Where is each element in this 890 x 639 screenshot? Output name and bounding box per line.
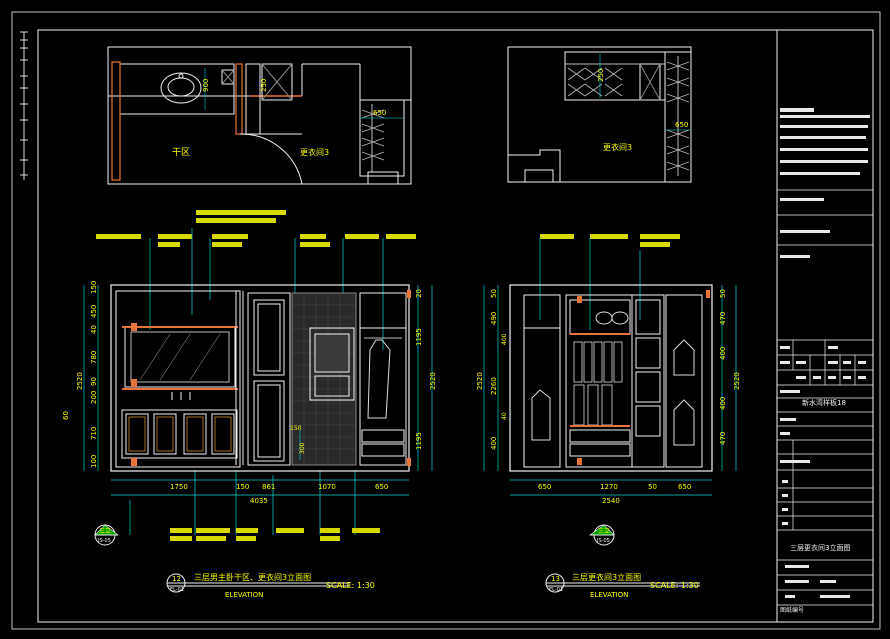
section-marker-left: 三立 IS-05 — [94, 524, 119, 546]
title-block — [777, 189, 873, 606]
room-label-closet-left: 更衣间3 — [300, 147, 329, 157]
elev-left-dim-total-h: 2520 — [76, 372, 84, 390]
plan-left: 900 250 650 干区 更衣间3 — [107, 46, 412, 185]
elev-right-dim-r-2: 400 — [719, 397, 727, 410]
elev-left-dim-r-20: 20 — [415, 289, 423, 298]
elev-right-dim-r-3: 400 — [719, 347, 727, 360]
elev-left-title-sub: EL-01 — [170, 587, 184, 593]
elev-left-title: 12 EL-01 三层男主卧干区、更衣间3立面图 SCALE: 1:30 ELE… — [166, 572, 375, 599]
elev-left-dim-chain-left: 100 710 200 90 780 40 450 150 2520 60 — [62, 281, 99, 471]
elev-left-title-text: 三层男主卧干区、更衣间3立面图 — [194, 572, 311, 582]
plan-right-dim-250: 250 — [597, 69, 605, 82]
section-mark-right-label: 三立 — [598, 527, 610, 535]
elev-left-dim-total-w: 4035 — [250, 497, 268, 505]
elev-left-dim-chain-right: 1195 1195 2520 20 — [415, 285, 437, 471]
binding-edge-marks — [20, 31, 28, 180]
elev-left-dim-w-2: 150 — [236, 483, 249, 491]
elev-left-dim-h-3: 200 — [90, 391, 98, 404]
elev-right-dim-w-4: 650 — [678, 483, 691, 491]
elev-right-dim-r-4: 470 — [719, 312, 727, 325]
sheet-frame — [11, 11, 881, 630]
section-mark-right-sub: IS-05 — [597, 538, 610, 544]
elev-left-caption: ELEVATION — [225, 591, 263, 599]
elev-right-dim-w-3: 50 — [648, 483, 657, 491]
elev-left-dim-r-2: 1195 — [415, 328, 423, 346]
title-block-drawing-title: 三层更衣间3立面图 — [790, 543, 850, 552]
plan-right: 250 650 更衣间3 — [507, 46, 692, 183]
elev-right-dim-r-5: 50 — [719, 289, 727, 298]
elev-left-inner-dim-1: 150 — [290, 425, 302, 432]
elev-right-dim-l-7: 50 — [490, 289, 498, 298]
elev-right-dim-l-3: 490 — [490, 312, 498, 325]
elev-left-dim-h-6: 40 — [90, 325, 98, 334]
elev-left-dim-r-total: 2520 — [429, 372, 437, 390]
left-elevation-notes — [96, 210, 416, 247]
elev-left-dim-h-5: 780 — [90, 351, 98, 364]
elev-right-dim-chain-left: 2520 2260 490 400 400 40 50 — [476, 285, 508, 471]
right-elevation — [509, 284, 713, 472]
elev-right-title: 13 EL-01 三层更衣间3立面图 SCALE: 1:30 ELEVATION — [545, 572, 700, 599]
title-block-sheet-label: 图纸编号 — [780, 606, 804, 614]
elev-right-dim-l-2: 2260 — [490, 377, 498, 395]
section-mark-left-label: 三立 — [99, 527, 111, 535]
elev-left-inner-dim-2: 300 — [299, 442, 306, 454]
plan-left-dim-250: 250 — [260, 79, 268, 92]
left-elevation: 150 300 — [110, 284, 411, 472]
section-mark-left-sub: IS-05 — [98, 538, 111, 544]
elev-right-dim-w-2: 1270 — [600, 483, 618, 491]
elev-right-dim-chain-bottom: 650 1270 50 650 2540 — [510, 479, 712, 505]
plan-right-dim-650: 650 — [675, 121, 688, 129]
elev-right-title-text: 三层更衣间3立面图 — [572, 572, 641, 582]
elev-right-dim-r-1: 470 — [719, 432, 727, 445]
elev-left-dim-w-3: 861 — [262, 483, 275, 491]
elev-right-dim-l-5: 400 — [501, 333, 508, 345]
room-label-closet-right: 更衣间3 — [603, 142, 632, 152]
plan-left-dim-650: 650 — [373, 109, 386, 117]
elev-right-title-sub: EL-01 — [549, 587, 563, 593]
left-elevation-bottom-notes — [170, 528, 380, 541]
elev-right-dim-total-w: 2540 — [602, 497, 620, 505]
title-block-text-blobs — [780, 108, 870, 598]
elev-right-dim-total-h: 2520 — [476, 372, 484, 390]
section-marker-right: 三立 IS-05 — [589, 524, 615, 546]
elev-left-dim-h-4: 90 — [90, 377, 98, 386]
elev-left-dim-h-8: 150 — [90, 281, 98, 294]
elev-right-dim-chain-right: 470 400 400 2520 470 50 — [719, 285, 741, 471]
room-label-dry-area: 干区 — [172, 147, 190, 158]
elev-right-title-number: 13 — [551, 575, 560, 583]
elev-right-dim-r-total: 2520 — [733, 372, 741, 390]
elev-right-dim-w-1: 650 — [538, 483, 551, 491]
right-elevation-notes — [540, 234, 680, 247]
elev-left-dim-outer-60: 60 — [62, 411, 70, 420]
elev-right-scale: SCALE: 1:30 — [650, 581, 699, 590]
elev-right-dim-l-6: 40 — [501, 412, 508, 420]
plan-left-dim-900: 900 — [202, 79, 210, 92]
elev-right-dim-l-4: 400 — [490, 437, 498, 450]
title-block-project: 新水湾样板18 — [802, 398, 846, 407]
elev-left-dim-w-4: 1070 — [318, 483, 336, 491]
elev-left-dim-h-7: 450 — [90, 305, 98, 318]
elev-left-dim-chain-bottom: 1750 150 861 1070 650 4035 — [111, 479, 409, 505]
elev-left-dim-w-1: 1750 — [170, 483, 188, 491]
elev-left-dim-w-5: 650 — [375, 483, 388, 491]
elev-left-dim-h-2: 710 — [90, 427, 98, 440]
elev-right-caption: ELEVATION — [590, 591, 628, 599]
elev-left-dim-h-1: 100 — [90, 455, 98, 468]
elev-left-dim-r-1: 1195 — [415, 432, 423, 450]
elev-left-scale: SCALE: 1:30 — [326, 581, 375, 590]
elev-left-title-number: 12 — [172, 575, 181, 583]
